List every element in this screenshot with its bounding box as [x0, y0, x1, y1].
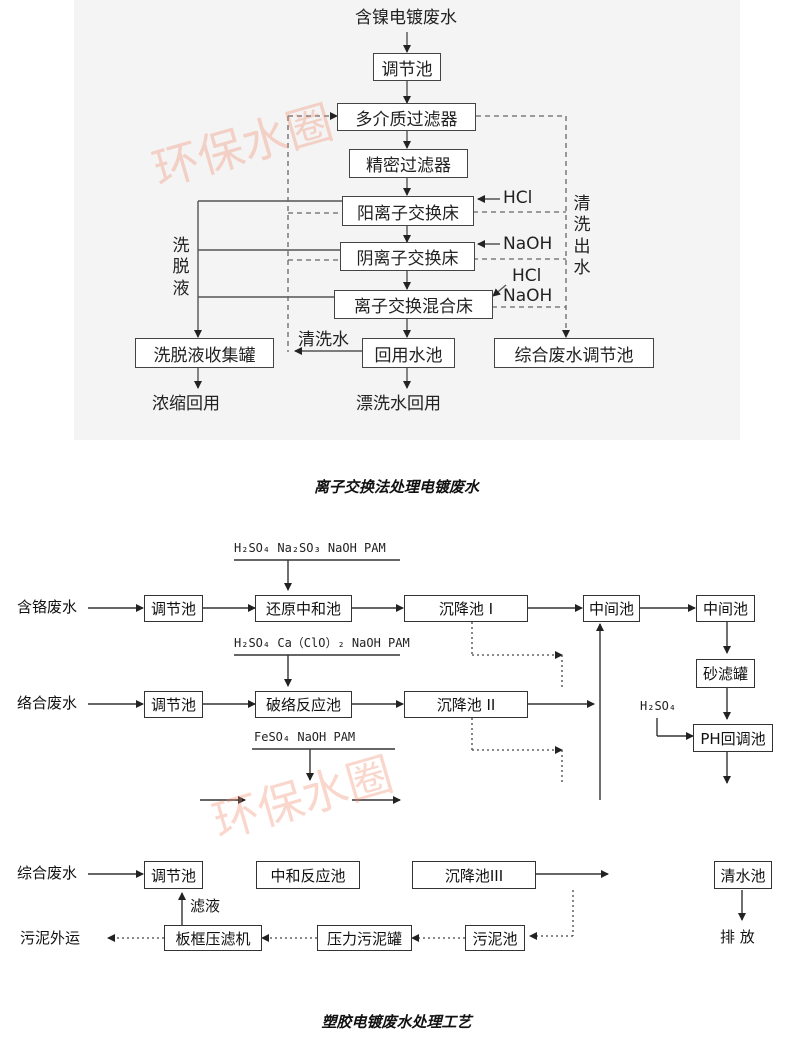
- caption-ion-exchange: 离子交换法处理电镀废水: [313, 478, 479, 496]
- label-filtrate: 滤液: [190, 897, 221, 915]
- caption-plastic-plating: 塑胶电镀废水处理工艺: [321, 1013, 472, 1031]
- box-sludge-pool: 污泥池: [465, 925, 525, 951]
- source-nickel-wastewater: 含镍电镀废水: [355, 8, 457, 28]
- box-multimedia-filter: 多介质过滤器: [337, 103, 476, 131]
- box-cation-exchange: 阳离子交换床: [342, 196, 474, 226]
- label-discharge: 排 放: [720, 928, 755, 946]
- box-composite-tank: 综合废水调节池: [494, 338, 654, 368]
- label-rinse-reuse: 漂洗水回用: [356, 394, 441, 414]
- box-reuse-pool: 回用水池: [362, 338, 455, 368]
- box-ph-adjust: PH回调池: [693, 724, 773, 752]
- source-chrome-wastewater: 含铬废水: [17, 598, 78, 616]
- box-plate-filter-press: 板框压滤机: [164, 925, 262, 951]
- box-precision-filter: 精密过滤器: [349, 149, 468, 178]
- box-anion-exchange: 阴离子交换床: [340, 242, 475, 271]
- box-reduction-neutralization: 还原中和池: [255, 595, 352, 622]
- reagents-row1: H₂SO₄ Na₂SO₃ NaOH PAM: [234, 541, 386, 555]
- box-settling-1: 沉降池 I: [404, 595, 528, 622]
- box-regulating-3: 调节池: [144, 861, 203, 889]
- source-composite-wastewater: 综合废水: [17, 864, 78, 882]
- label-wash-effluent-vertical: 清洗出水: [573, 194, 591, 278]
- box-settling-2: 沉降池 II: [404, 691, 528, 718]
- label-wash-water: 清洗水: [298, 330, 349, 350]
- reagents-row3: FeSO₄ NaOH PAM: [254, 730, 356, 744]
- label-hcl: HCl: [503, 188, 533, 208]
- label-eluent-vertical: 洗脱液: [172, 236, 190, 299]
- box-regulating-1: 调节池: [144, 595, 203, 622]
- label-naoh: NaOH: [503, 234, 553, 254]
- reagents-row2: H₂SO₄ Ca（ClO）₂ NaOH PAM: [234, 636, 410, 650]
- label-concentrate-reuse: 浓缩回用: [152, 394, 220, 414]
- box-eluent-tank: 洗脱液收集罐: [135, 338, 274, 368]
- box-pressure-sludge-tank: 压力污泥罐: [317, 925, 412, 951]
- box-decomplex-reaction: 破络反应池: [255, 691, 352, 718]
- box-settling-3: 沉降池III: [412, 861, 536, 889]
- box-sand-filter: 砂滤罐: [696, 659, 755, 688]
- label-hcl-2: HCl: [512, 266, 542, 286]
- box-neutralization-reaction: 中和反应池: [256, 861, 360, 889]
- box-regulating-tank: 调节池: [373, 53, 441, 81]
- source-complex-wastewater: 络合废水: [17, 694, 78, 712]
- reagent-h2so4: H₂SO₄: [640, 699, 677, 713]
- label-naoh-2: NaOH: [503, 286, 553, 306]
- label-sludge-out: 污泥外运: [20, 929, 81, 947]
- box-intermediate-1: 中间池: [583, 595, 640, 622]
- box-regulating-2: 调节池: [144, 691, 203, 718]
- box-mixed-bed: 离子交换混合床: [334, 290, 493, 319]
- box-intermediate-2: 中间池: [696, 595, 755, 622]
- box-clean-water: 清水池: [714, 861, 772, 889]
